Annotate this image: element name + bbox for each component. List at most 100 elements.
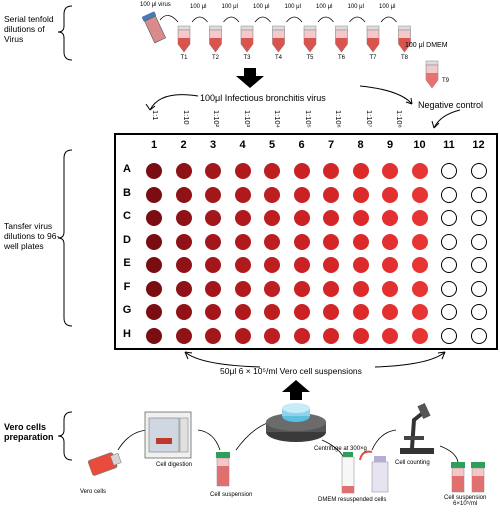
well-G12 <box>470 304 487 320</box>
column-header: 3 <box>209 139 217 151</box>
well-H4 <box>234 327 251 344</box>
curved-arrow-left <box>149 94 199 111</box>
row-header: E <box>123 257 131 269</box>
well-A5 <box>264 163 280 179</box>
well-G2 <box>175 304 192 320</box>
vero-prep-label: Vero cells preparation <box>4 422 54 442</box>
well-B1 <box>146 186 162 203</box>
column-header: 2 <box>180 139 187 151</box>
well-D4 <box>234 233 251 250</box>
well-D6 <box>293 233 310 250</box>
brace-serial <box>57 5 73 61</box>
well-G3 <box>205 304 221 320</box>
well-H5 <box>264 327 280 344</box>
well-G7 <box>323 304 339 320</box>
well-E10 <box>411 257 428 273</box>
tube-label: T6 <box>337 55 345 61</box>
tube-label: T7 <box>369 55 377 61</box>
column-header: 11 <box>443 139 455 151</box>
cell-digestion-label: Cell digestion <box>156 462 193 468</box>
well-F3 <box>205 280 221 297</box>
dilution-label: 1:10³ <box>242 110 252 128</box>
well-B9 <box>382 186 398 203</box>
well-F9 <box>382 280 398 297</box>
well-D11 <box>441 233 457 250</box>
virus-label: 100 μl virus <box>140 2 171 8</box>
well-C12 <box>470 210 487 226</box>
transfer-volume-label: 100 μl <box>284 4 301 10</box>
well-B7 <box>323 186 339 203</box>
well-A3 <box>205 163 221 179</box>
well-G8 <box>352 304 369 320</box>
negative-control-label: Negative control <box>418 100 484 110</box>
cell-counting-label: Cell counting <box>395 460 430 466</box>
well-B6 <box>293 186 310 203</box>
well-C11 <box>441 210 457 226</box>
dilution-label: 1:10⁷ <box>364 110 374 128</box>
cell-suspension-label: Cell suspension <box>210 492 253 498</box>
transfer-volume-label: 100 μl <box>190 4 207 10</box>
dilution-label: 1:10⁴ <box>273 110 282 128</box>
well-C9 <box>382 210 398 226</box>
tube-label: T5 <box>306 55 314 61</box>
curved-arrow-bottom-left <box>184 351 261 368</box>
well-H8 <box>352 327 369 344</box>
well-B3 <box>205 186 221 203</box>
up-arrow-icon <box>282 380 310 400</box>
well-G6 <box>293 304 310 320</box>
well-D2 <box>175 233 192 250</box>
well-A6 <box>293 163 310 179</box>
t9-tube-icon <box>425 60 439 89</box>
well-F10 <box>411 280 428 297</box>
row-header: C <box>123 210 131 222</box>
well-B2 <box>175 186 192 203</box>
dmem-resuspended-icon <box>341 450 389 494</box>
well-H11 <box>441 327 457 344</box>
dilution-label: 1:10⁶ <box>334 110 343 128</box>
column-header: 5 <box>268 139 276 151</box>
well-A7 <box>323 163 339 179</box>
well-A9 <box>382 163 398 179</box>
curved-arrow-bottom-right <box>374 351 446 368</box>
transfer-label: Tansfer virus dilutions to 96- well plat… <box>4 221 60 251</box>
well-E3 <box>205 257 221 273</box>
column-header: 9 <box>386 139 394 151</box>
well-C4 <box>234 210 251 226</box>
vero-cells-label: Vero cells <box>80 489 107 495</box>
well-A10 <box>411 163 428 179</box>
column-header: 4 <box>239 139 246 151</box>
well-A4 <box>234 163 251 179</box>
well-G4 <box>234 304 251 320</box>
well-C6 <box>293 210 310 226</box>
well-D3 <box>205 233 221 250</box>
vero-suspension-label: 50μl 6 × 10⁵/ml Vero cell suspensions <box>220 366 362 376</box>
transfer-volume-label: 100 μl <box>316 4 333 10</box>
brace-vero <box>57 411 73 461</box>
well-C7 <box>323 210 339 226</box>
well-H7 <box>323 327 339 344</box>
well-G5 <box>264 304 280 320</box>
tube-label: T2 <box>211 55 219 61</box>
brace-transfer <box>57 149 73 327</box>
well-F1 <box>146 280 162 297</box>
well-G9 <box>382 304 398 320</box>
centrifuge-icon <box>266 403 326 442</box>
well-D1 <box>146 233 162 250</box>
well-C2 <box>175 210 192 226</box>
well-E11 <box>441 257 457 273</box>
well-F5 <box>264 280 280 297</box>
column-header: 8 <box>357 139 364 151</box>
row-header: F <box>123 280 131 293</box>
column-header: 6 <box>298 139 305 151</box>
cell-suspension-tube-icon <box>216 452 230 487</box>
well-D10 <box>411 233 428 250</box>
column-header: 1 <box>150 139 158 151</box>
well-D12 <box>470 233 487 250</box>
down-arrow-icon <box>236 68 264 88</box>
well-E8 <box>352 257 369 273</box>
well-F11 <box>441 280 457 297</box>
row-header: B <box>123 186 131 199</box>
row-header: A <box>123 163 131 175</box>
column-header: 7 <box>327 139 335 151</box>
